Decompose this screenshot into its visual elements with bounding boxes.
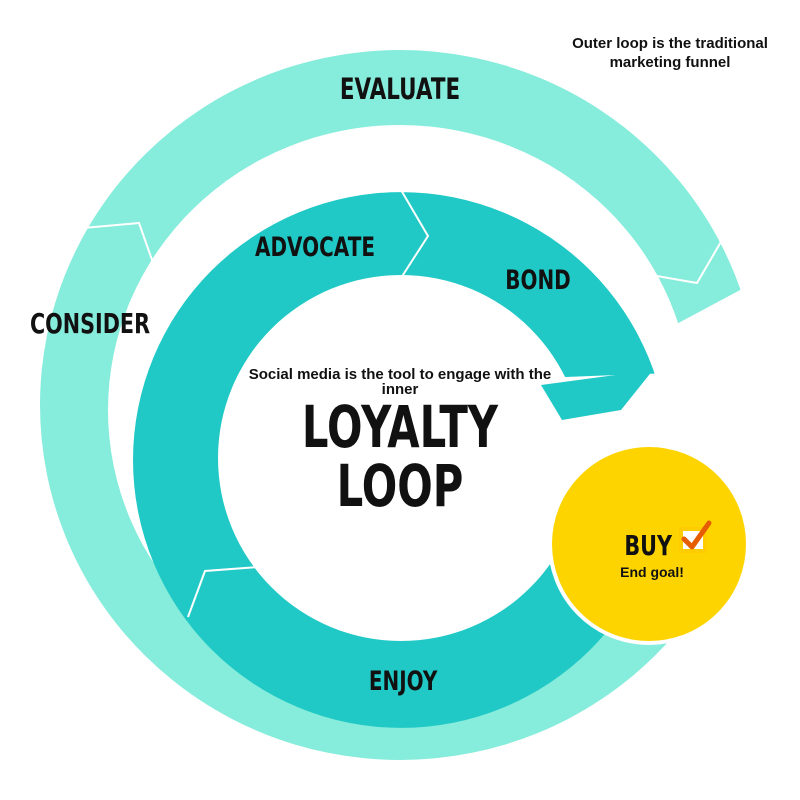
- outer-loop-note: Outer loop is the traditional marketing …: [572, 35, 768, 71]
- stage-label-evaluate: EVALUATE: [340, 73, 460, 107]
- stage-label-consider: CONSIDER: [30, 307, 150, 340]
- outer-loop-divider-consider: [82, 221, 158, 275]
- loyalty-loop-title-line1: LOYALTY: [301, 393, 499, 461]
- goal-sublabel: End goal!: [620, 564, 684, 580]
- goal-label-buy: BUY: [624, 529, 673, 562]
- checked-box-icon: [679, 520, 712, 553]
- stage-label-advocate: ADVOCATE: [255, 231, 375, 263]
- inner-loop-divider-bond: [400, 189, 430, 279]
- inner-loop-intro: Social media is the tool to engage with …: [248, 366, 552, 398]
- stage-label-enjoy: ENJOY: [369, 665, 438, 697]
- inner-loop-arrowhead: [541, 370, 653, 420]
- inner-loop-ring: [133, 192, 669, 728]
- loyalty-loop-title: LOYALTY LOOP: [292, 398, 508, 516]
- goal-circle: [548, 443, 750, 645]
- stage-label-bond: BOND: [505, 264, 571, 296]
- loyalty-loop-title-line2: LOOP: [336, 452, 464, 520]
- outer-loop-divider-evaluate: [650, 239, 723, 285]
- inner-loop-divider-enjoy: [187, 566, 259, 618]
